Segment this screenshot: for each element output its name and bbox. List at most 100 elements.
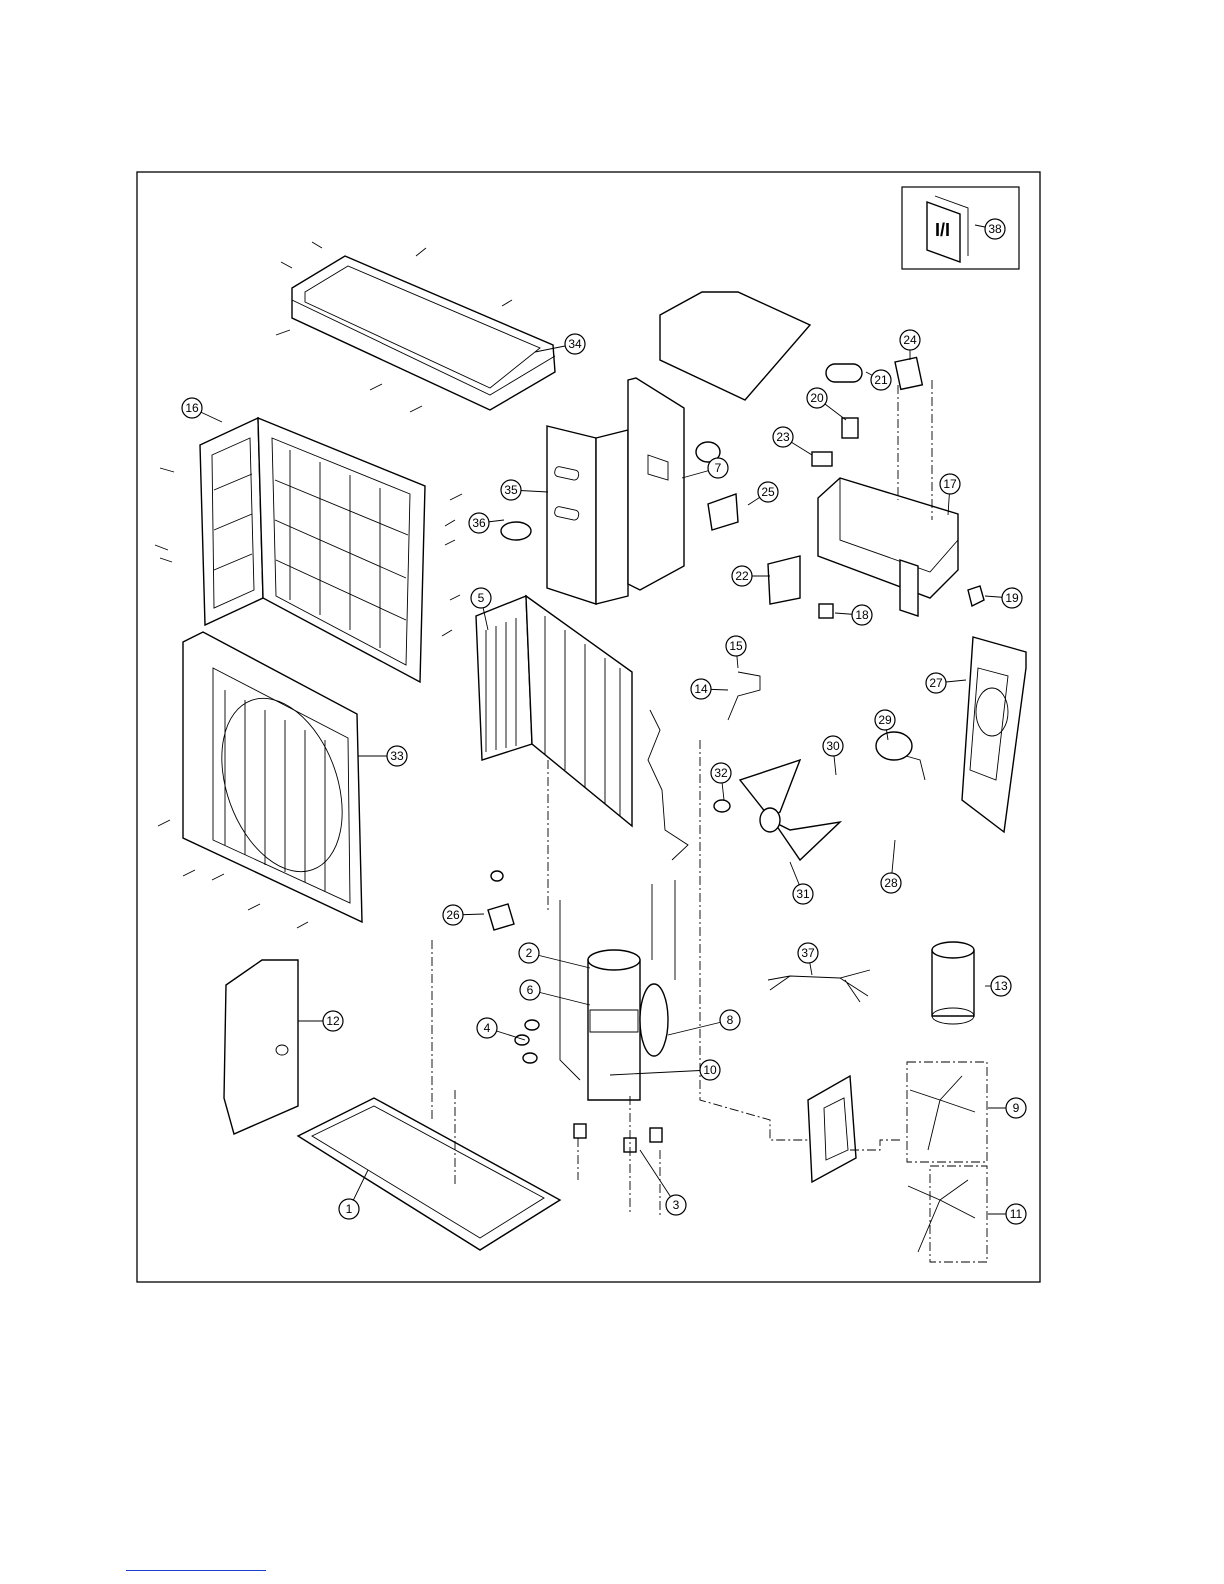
grommet bbox=[501, 522, 531, 540]
callout-number: 10 bbox=[703, 1063, 717, 1077]
callout-number: 2 bbox=[526, 946, 533, 960]
callout-number: 29 bbox=[878, 713, 892, 727]
relay-20 bbox=[842, 418, 858, 438]
solenoid-26 bbox=[488, 904, 514, 930]
callout-32: 32 bbox=[711, 763, 731, 783]
callout-number: 14 bbox=[694, 682, 708, 696]
callout-number: 32 bbox=[714, 766, 728, 780]
callout-35: 35 bbox=[501, 480, 521, 500]
callout-number: 23 bbox=[776, 430, 790, 444]
callout-2: 2 bbox=[519, 943, 539, 963]
fan-nut-32 bbox=[714, 800, 730, 812]
rear-grille bbox=[200, 418, 425, 682]
callout-number: 34 bbox=[568, 337, 582, 351]
callout-number: 27 bbox=[929, 676, 943, 690]
callout-number: 8 bbox=[727, 1013, 734, 1027]
callout-number: 24 bbox=[903, 333, 917, 347]
callout-25: 25 bbox=[758, 482, 778, 502]
callout-17: 17 bbox=[940, 474, 960, 494]
thermistor bbox=[728, 672, 760, 720]
pcb-board-22 bbox=[768, 556, 800, 604]
callout-number: 38 bbox=[988, 222, 1002, 236]
callout-number: 25 bbox=[761, 485, 775, 499]
callout-14: 14 bbox=[691, 679, 711, 699]
right-side-panel bbox=[224, 960, 298, 1134]
callout-20: 20 bbox=[807, 388, 827, 408]
valve-11 bbox=[908, 1180, 975, 1252]
callout-3: 3 bbox=[666, 1195, 686, 1215]
callout-number: 18 bbox=[855, 608, 869, 622]
callout-7: 7 bbox=[708, 458, 728, 478]
fan-motor bbox=[876, 732, 925, 780]
coil-piping bbox=[648, 710, 688, 860]
partition-plate bbox=[628, 378, 684, 590]
insulation-sleeve bbox=[932, 942, 974, 1024]
condenser-coil bbox=[476, 596, 632, 826]
callout-number: 28 bbox=[884, 876, 898, 890]
terminal-18 bbox=[819, 604, 833, 618]
callout-24: 24 bbox=[900, 330, 920, 350]
propeller-fan bbox=[740, 760, 840, 860]
callout-number: 11 bbox=[1010, 1207, 1023, 1221]
valve-box-11 bbox=[930, 1166, 987, 1262]
callout-number: 20 bbox=[810, 391, 824, 405]
nuts-4 bbox=[515, 1020, 539, 1063]
callout-21: 21 bbox=[871, 370, 891, 390]
callout-number: 13 bbox=[994, 979, 1008, 993]
capacitor-21 bbox=[826, 364, 862, 382]
rubber-mounts bbox=[574, 1124, 662, 1152]
accumulator bbox=[640, 984, 668, 1056]
callout-number: 30 bbox=[826, 739, 840, 753]
callout-number: 12 bbox=[326, 1014, 340, 1028]
callout-number: 35 bbox=[504, 483, 518, 497]
callout-number: 31 bbox=[796, 887, 810, 901]
callout-10: 10 bbox=[700, 1060, 720, 1080]
callout-19: 19 bbox=[1002, 588, 1022, 608]
callout-number: 16 bbox=[185, 401, 199, 415]
knob-19 bbox=[968, 586, 984, 606]
wire-harness bbox=[768, 970, 870, 1002]
callout-number: 19 bbox=[1005, 591, 1019, 605]
callout-number: 33 bbox=[390, 749, 404, 763]
callout-37: 37 bbox=[798, 943, 818, 963]
callout-9: 9 bbox=[1006, 1098, 1026, 1118]
top-panel bbox=[292, 256, 555, 410]
callout-5: 5 bbox=[471, 588, 491, 608]
callout-16: 16 bbox=[182, 398, 202, 418]
callout-36: 36 bbox=[469, 513, 489, 533]
callout-34: 34 bbox=[565, 334, 585, 354]
callout-15: 15 bbox=[726, 636, 746, 656]
callout-number: 22 bbox=[735, 569, 749, 583]
callout-30: 30 bbox=[823, 736, 843, 756]
callout-number: 7 bbox=[715, 461, 722, 475]
side-panel bbox=[547, 426, 628, 604]
electrical-cover bbox=[660, 292, 810, 400]
front-panel bbox=[183, 632, 364, 922]
callout-number: 37 bbox=[801, 946, 815, 960]
callout-4: 4 bbox=[477, 1018, 497, 1038]
manual-label: I/I bbox=[935, 220, 950, 240]
callout-33: 33 bbox=[387, 746, 407, 766]
cover-plate bbox=[708, 494, 738, 530]
callout-31: 31 bbox=[793, 884, 813, 904]
control-box bbox=[818, 478, 958, 616]
compressor bbox=[560, 880, 675, 1100]
transformer-23 bbox=[812, 452, 832, 466]
callout-38: 38 bbox=[985, 219, 1005, 239]
callout-18: 18 bbox=[852, 605, 872, 625]
callout-11: 11 bbox=[1006, 1204, 1026, 1224]
motor-bracket bbox=[962, 637, 1026, 832]
cap-26 bbox=[491, 871, 503, 881]
callout-number: 21 bbox=[874, 373, 888, 387]
callout-13: 13 bbox=[991, 976, 1011, 996]
callout-26: 26 bbox=[443, 905, 463, 925]
base-pan bbox=[298, 1098, 560, 1250]
valve-9 bbox=[910, 1076, 975, 1150]
callout-number: 4 bbox=[484, 1021, 491, 1035]
callout-number: 15 bbox=[729, 639, 743, 653]
callout-number: 9 bbox=[1013, 1101, 1020, 1115]
callout-22: 22 bbox=[732, 566, 752, 586]
callout-28: 28 bbox=[881, 873, 901, 893]
callout-number: 17 bbox=[943, 477, 957, 491]
